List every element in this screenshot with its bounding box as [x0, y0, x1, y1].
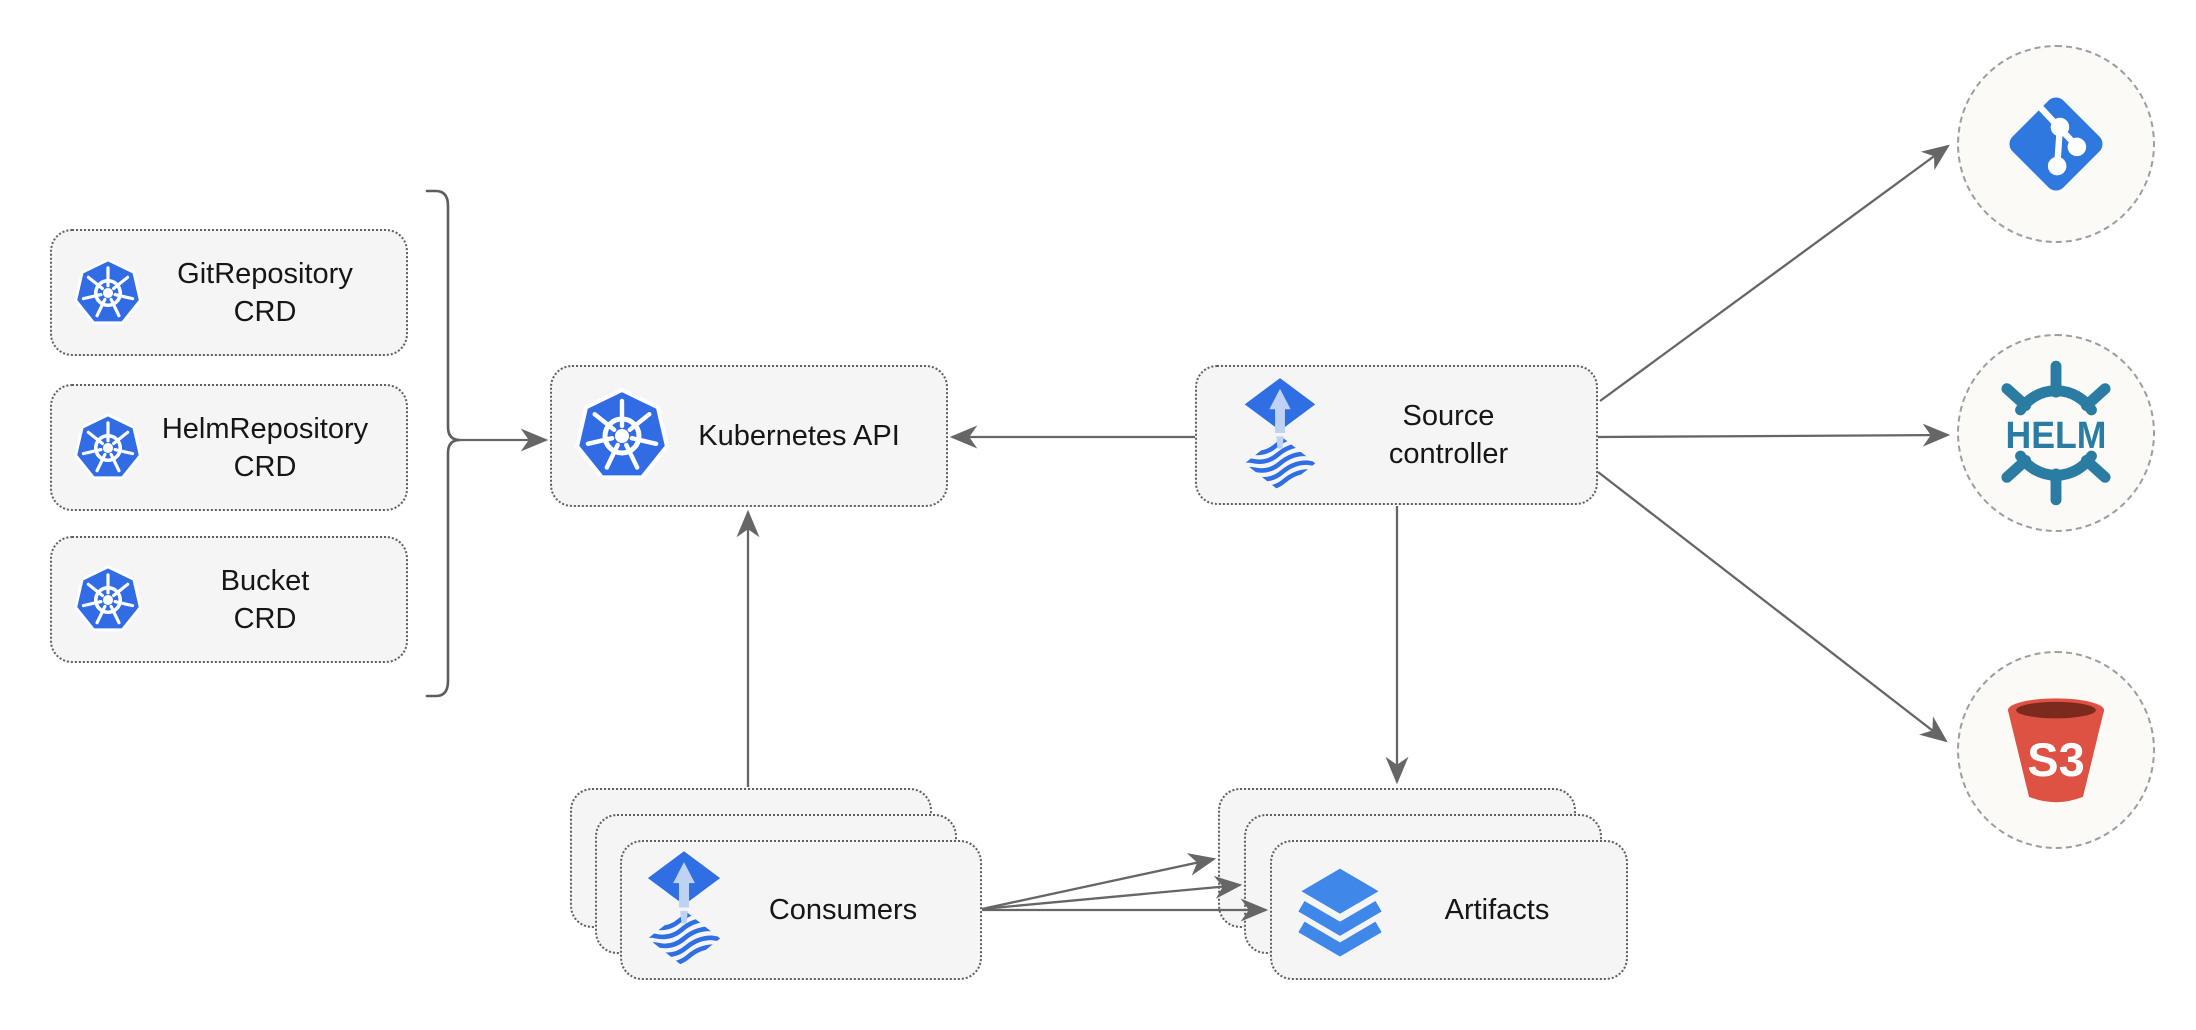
- edge-source-controller-to-git: [1599, 144, 1950, 402]
- source-controller-node: Source controller: [1195, 365, 1598, 505]
- kubernetes-icon: [72, 412, 144, 484]
- crd-box-helmrepository: HelmRepository CRD: [50, 384, 408, 511]
- helm-icon: HELM: [2001, 360, 2111, 506]
- edge-source-controller-to-s3: [1597, 471, 1948, 743]
- artifacts-label: Artifacts: [1444, 894, 1550, 926]
- source-controller-label: Source controller: [1388, 400, 1509, 470]
- kubernetes-icon: [72, 257, 144, 329]
- layers-icon: [1292, 863, 1388, 957]
- edge-consumers-to-artifacts-1: [981, 853, 1217, 911]
- flux-icon: [642, 851, 726, 969]
- crd-box-bucket: Bucket CRD: [50, 536, 408, 663]
- kubernetes-icon: [572, 386, 672, 486]
- flux-icon: [1239, 378, 1321, 493]
- s3-wordmark: S3: [2027, 734, 2084, 786]
- s3-bucket-icon: S3: [2007, 698, 2105, 803]
- crd-box-gitrepository: GitRepository CRD: [50, 229, 408, 356]
- crd-box-helmrepository-label: HelmRepository CRD: [161, 412, 369, 483]
- helm-endpoint-circle: HELM: [1957, 334, 2155, 532]
- edge-consumers-to-artifacts-2: [981, 875, 1243, 911]
- git-icon: [2009, 97, 2103, 191]
- git-endpoint-circle: [1957, 45, 2155, 243]
- crd-group-bracket: [425, 189, 461, 698]
- helm-wordmark: HELM: [2006, 414, 2107, 457]
- kubernetes-api-node: Kubernetes API: [550, 365, 948, 507]
- crd-box-gitrepository-label: GitRepository CRD: [177, 257, 353, 328]
- consumers-node: Consumers: [620, 840, 982, 980]
- kubernetes-api-label: Kubernetes API: [698, 420, 900, 452]
- consumers-label: Consumers: [768, 894, 918, 926]
- crd-box-bucket-label: Bucket CRD: [220, 564, 310, 635]
- edge-source-controller-to-helm: [1597, 423, 1951, 447]
- kubernetes-icon: [72, 564, 144, 636]
- artifacts-node: Artifacts: [1270, 840, 1628, 980]
- s3-endpoint-circle: S3: [1957, 651, 2155, 849]
